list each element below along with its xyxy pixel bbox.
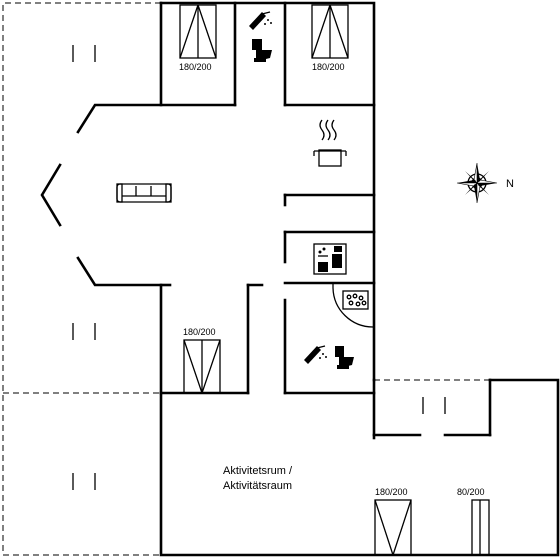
whirlpool-icon bbox=[342, 290, 369, 310]
north-label: N bbox=[506, 178, 514, 190]
cooking-pot-icon bbox=[313, 119, 347, 167]
exterior-walls bbox=[40, 1, 560, 557]
activity-room-label-2: Aktivitätsraum bbox=[223, 480, 292, 492]
toilet-icon-2 bbox=[335, 346, 354, 369]
terrace-outlines bbox=[2, 2, 491, 556]
bed-bottom-right-label: 80/200 bbox=[457, 487, 485, 497]
activity-room-label-1: Aktivitetsrum / bbox=[223, 465, 293, 477]
bed-top-left: 180/200 bbox=[179, 4, 217, 72]
shower-icon bbox=[249, 11, 272, 30]
bed-top-left-label: 180/200 bbox=[179, 62, 212, 72]
compass-rose-icon bbox=[456, 162, 498, 204]
toilet-icon bbox=[252, 39, 272, 62]
bed-middle: 180/200 bbox=[183, 327, 221, 394]
sauna-door bbox=[332, 283, 374, 328]
sofa-icon bbox=[116, 183, 172, 203]
window-marks bbox=[72, 45, 446, 490]
shower-icon-2 bbox=[304, 345, 327, 364]
bed-middle-label: 180/200 bbox=[183, 327, 216, 337]
bed-top-right: 180/200 bbox=[311, 4, 349, 72]
sauna-icon bbox=[313, 243, 347, 275]
interior-walls bbox=[159, 1, 492, 437]
bed-bottom-right: 80/200 bbox=[457, 487, 490, 556]
bed-top-right-label: 180/200 bbox=[312, 62, 345, 72]
bed-bottom-mid-label: 180/200 bbox=[375, 487, 408, 497]
bed-bottom-mid: 180/200 bbox=[374, 487, 412, 556]
